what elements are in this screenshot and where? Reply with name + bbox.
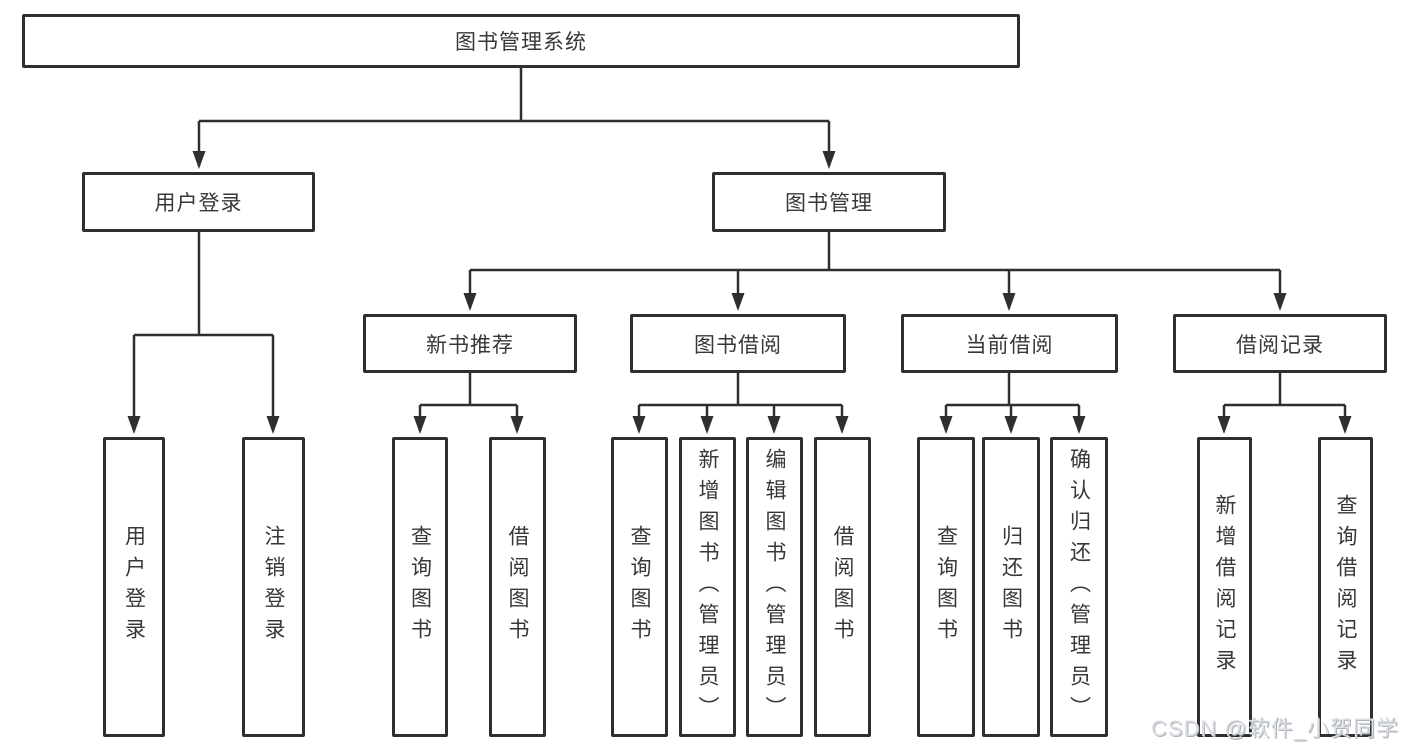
leaf-query-book-1-label: 查询图书 xyxy=(408,525,432,649)
node-new-book-recommend-label: 新书推荐 xyxy=(426,333,514,357)
leaf-user-login: 用户登录 xyxy=(103,437,165,737)
leaf-query-book-1: 查询图书 xyxy=(392,437,448,737)
node-user-login: 用户登录 xyxy=(82,172,315,232)
node-book-management: 图书管理 xyxy=(712,172,946,232)
leaf-add-book-admin: 新增图书（管理员） xyxy=(679,437,736,737)
leaf-borrow-book-2-label: 借阅图书 xyxy=(831,525,854,649)
leaf-add-borrow-record-label: 新增借阅记录 xyxy=(1213,494,1236,680)
leaf-confirm-return-admin-label: 确认归还（管理员） xyxy=(1067,447,1091,727)
node-current-borrow: 当前借阅 xyxy=(901,314,1118,373)
node-root-label: 图书管理系统 xyxy=(455,31,587,54)
node-borrow-record-label: 借阅记录 xyxy=(1236,333,1324,357)
node-borrow-record: 借阅记录 xyxy=(1173,314,1387,373)
leaf-borrow-book-1-label: 借阅图书 xyxy=(506,525,529,649)
node-book-borrow: 图书借阅 xyxy=(630,314,846,373)
node-book-borrow-label: 图书借阅 xyxy=(694,333,782,357)
leaf-logout: 注销登录 xyxy=(242,437,305,737)
leaf-query-book-2-label: 查询图书 xyxy=(628,525,651,649)
leaf-edit-book-admin: 编辑图书（管理员） xyxy=(746,437,803,737)
node-root-system: 图书管理系统 xyxy=(22,14,1020,68)
leaf-query-borrow-record-label: 查询借阅记录 xyxy=(1334,494,1357,680)
leaf-logout-label: 注销登录 xyxy=(262,525,285,649)
leaf-borrow-book-1: 借阅图书 xyxy=(489,437,546,737)
leaf-user-login-label: 用户登录 xyxy=(122,525,146,649)
leaf-edit-book-admin-label: 编辑图书（管理员） xyxy=(763,447,786,727)
leaf-borrow-book-2: 借阅图书 xyxy=(814,437,871,737)
leaf-query-book-3-label: 查询图书 xyxy=(934,525,958,649)
leaf-add-borrow-record: 新增借阅记录 xyxy=(1197,437,1252,737)
leaf-confirm-return-admin: 确认归还（管理员） xyxy=(1050,437,1108,737)
leaf-query-book-2: 查询图书 xyxy=(611,437,668,737)
node-user-login-label: 用户登录 xyxy=(154,192,243,215)
node-new-book-recommend: 新书推荐 xyxy=(363,314,577,373)
leaf-add-book-admin-label: 新增图书（管理员） xyxy=(696,447,719,727)
leaf-return-book: 归还图书 xyxy=(982,437,1040,737)
node-book-management-label: 图书管理 xyxy=(785,192,873,215)
leaf-query-book-3: 查询图书 xyxy=(917,437,975,737)
node-current-borrow-label: 当前借阅 xyxy=(965,333,1054,357)
leaf-query-borrow-record: 查询借阅记录 xyxy=(1318,437,1373,737)
leaf-return-book-label: 归还图书 xyxy=(999,525,1023,649)
